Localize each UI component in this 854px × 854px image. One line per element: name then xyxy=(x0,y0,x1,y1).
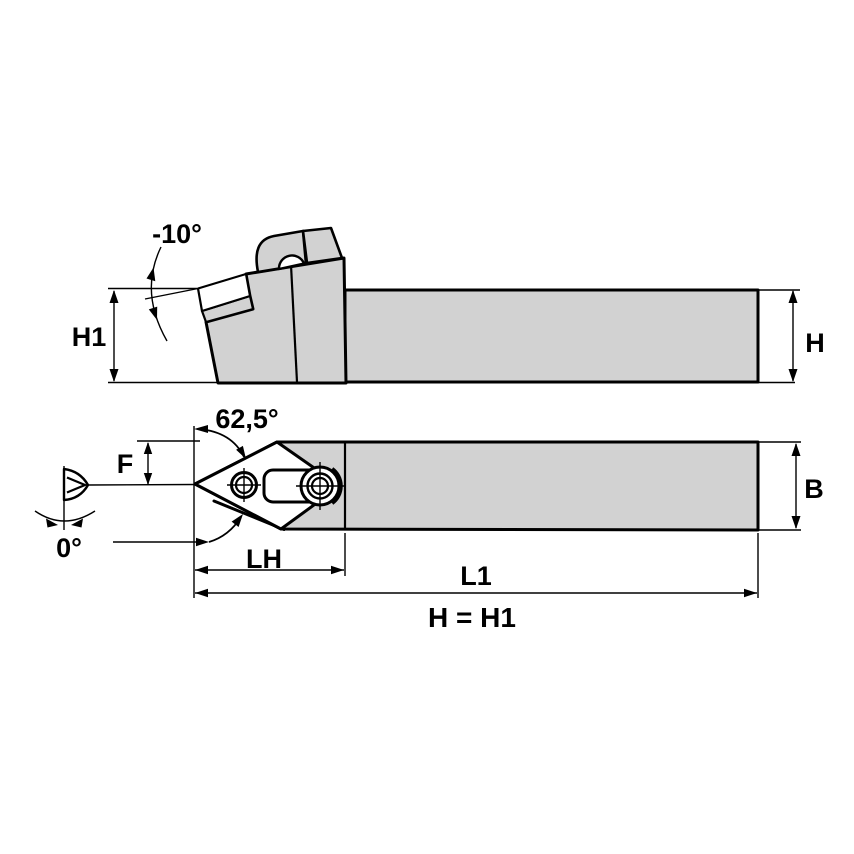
clamp-arch-cutout xyxy=(277,254,306,271)
dimension-l1 xyxy=(195,533,759,598)
arrowhead xyxy=(195,565,208,575)
arrowhead xyxy=(143,473,153,485)
workpiece-symbol xyxy=(62,466,90,530)
rake-angle-arc xyxy=(146,246,168,342)
dimension-h1 xyxy=(109,290,119,382)
arrowhead xyxy=(788,290,798,303)
clamp-screw-boss xyxy=(301,226,344,265)
arrowhead xyxy=(143,442,153,454)
arrowhead xyxy=(331,565,344,575)
arrowhead xyxy=(788,369,798,382)
head-side xyxy=(204,256,348,385)
inclination-arc xyxy=(34,510,96,528)
arrowhead xyxy=(71,518,83,528)
l1-label: L1 xyxy=(460,561,492,591)
arrowhead xyxy=(148,306,158,320)
lead-angle-annotation xyxy=(113,425,246,598)
arrowhead xyxy=(744,588,757,598)
tip-centerline xyxy=(88,483,197,486)
h1-label: H1 xyxy=(72,322,107,352)
arrowhead xyxy=(46,518,58,528)
f-label: F xyxy=(117,449,134,479)
clamp-screw xyxy=(296,462,344,510)
equivalence-note: H = H1 xyxy=(428,602,516,633)
insert-side xyxy=(196,272,252,313)
arrowhead xyxy=(195,588,208,598)
rake-angle-label: -10° xyxy=(152,219,202,249)
arrowhead xyxy=(791,443,801,456)
dimension-h xyxy=(758,289,800,382)
side-view: -10° H1 H xyxy=(72,219,825,385)
dimension-b xyxy=(758,441,801,531)
lead-angle-label: 62,5° xyxy=(215,404,278,434)
plan-view: 62,5° F 0° B LH L1 xyxy=(34,404,824,598)
lh-label: LH xyxy=(246,544,282,574)
h-label: H xyxy=(805,328,825,358)
arrowhead xyxy=(236,445,246,459)
arrowhead xyxy=(109,290,119,303)
rake-reference-line xyxy=(144,287,199,300)
dimension-lh xyxy=(195,533,346,576)
zero-angle-label: 0° xyxy=(56,533,82,563)
arrowhead xyxy=(109,369,119,382)
arrowhead xyxy=(231,514,243,527)
insert-screw xyxy=(227,468,261,502)
inner-wedge xyxy=(66,476,88,494)
shank-side xyxy=(343,288,760,384)
arrowhead xyxy=(791,516,801,529)
b-label: B xyxy=(804,474,824,504)
dimension-f xyxy=(137,440,200,485)
arrowhead xyxy=(146,267,156,282)
arrowhead xyxy=(194,425,208,433)
head-divider-line xyxy=(289,264,299,383)
arrowhead xyxy=(196,537,209,547)
